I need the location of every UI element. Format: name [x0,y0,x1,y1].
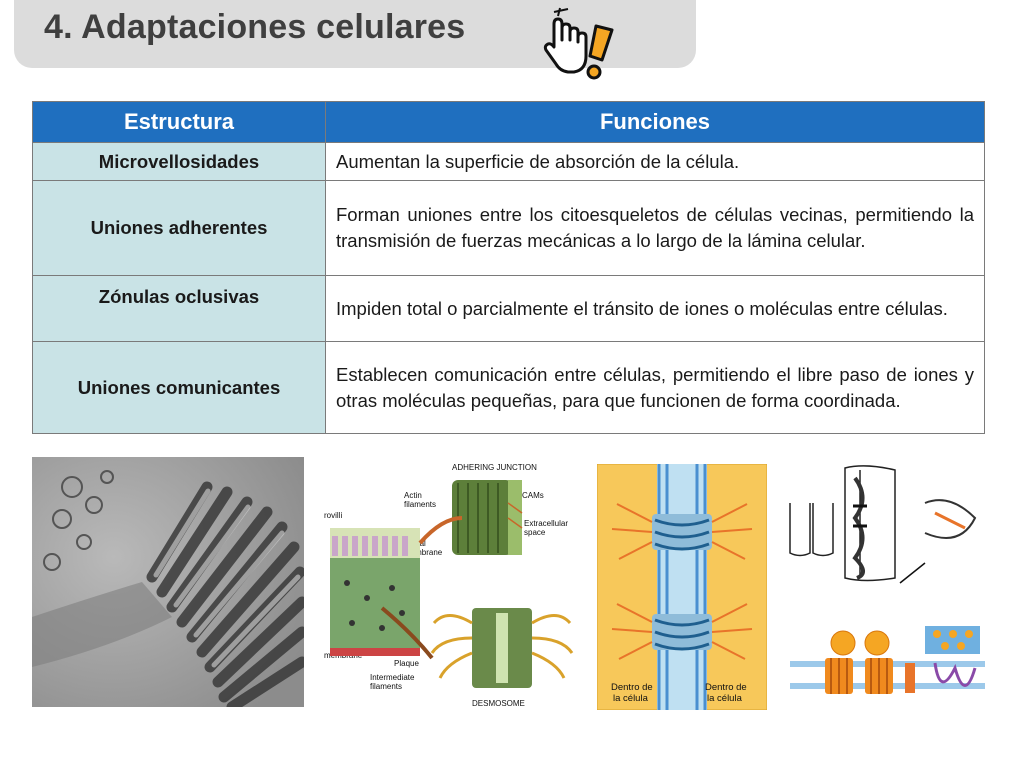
adhering-junction-label: ADHERING JUNCTION [452,463,537,472]
inside-cell-left-label-2: la célula [613,693,649,704]
structure-function: Forman uniones entre los citoesqueletos … [325,180,985,276]
actin-label: Actin [404,491,422,500]
desmosome-label: DESMOSOME [472,699,525,708]
space-label: space [524,528,546,537]
functions-table: Estructura Funciones Microvellosidades A… [32,101,985,434]
intermediate-label: Intermediate [370,673,415,682]
column-header-functions: Funciones [325,101,985,143]
page-title: 4. Adaptaciones celulares [44,8,466,46]
table-row: Uniones adherentes Forman uniones entre … [32,180,985,276]
table-row: Microvellosidades Aumentan la superficie… [32,142,985,181]
gap-junction-diagram [785,458,990,710]
structure-name: Uniones adherentes [32,180,326,276]
structure-function: Establecen comunicación entre células, p… [325,341,985,434]
extracellular-label: Extracellular [524,519,568,528]
hand-pointer-exclamation-icon [543,7,614,80]
microvilli-label: rovilli [324,511,342,520]
structure-name: Microvellosidades [32,142,326,181]
adhering-junction-diagram: ADHERING JUNCTION Actin filaments CAMs E… [322,458,584,710]
microvilli-micrograph-image [32,457,304,707]
table-header-row: Estructura Funciones [32,101,985,143]
filaments-label: filaments [404,500,436,509]
cams-label: CAMs [522,491,544,500]
structure-name: Uniones comunicantes [32,341,326,434]
tight-junction-diagram: Dentro de la célula Dentro de la célula [597,464,767,710]
inside-cell-left-label-1: Dentro de [611,682,653,693]
intermediate-filaments-label: filaments [370,682,402,691]
table-row: Uniones comunicantes Establecen comunica… [32,341,985,434]
structure-function: Aumentan la superficie de absorción de l… [325,142,985,181]
inside-cell-right-label-2: la célula [707,693,743,704]
column-header-structure: Estructura [32,101,326,143]
plaque-label: Plaque [394,659,419,668]
apical-membrane-label: membrane [404,548,443,557]
figures-row: ADHERING JUNCTION Actin filaments CAMs E… [0,450,1024,710]
inside-cell-right-label-1: Dentro de [705,682,747,693]
table-row: Zónulas oclusivas Impiden total o parcia… [32,275,985,342]
structure-function: Impiden total o parcialmente el tránsito… [325,275,985,342]
structure-name: Zónulas oclusivas [32,275,326,342]
